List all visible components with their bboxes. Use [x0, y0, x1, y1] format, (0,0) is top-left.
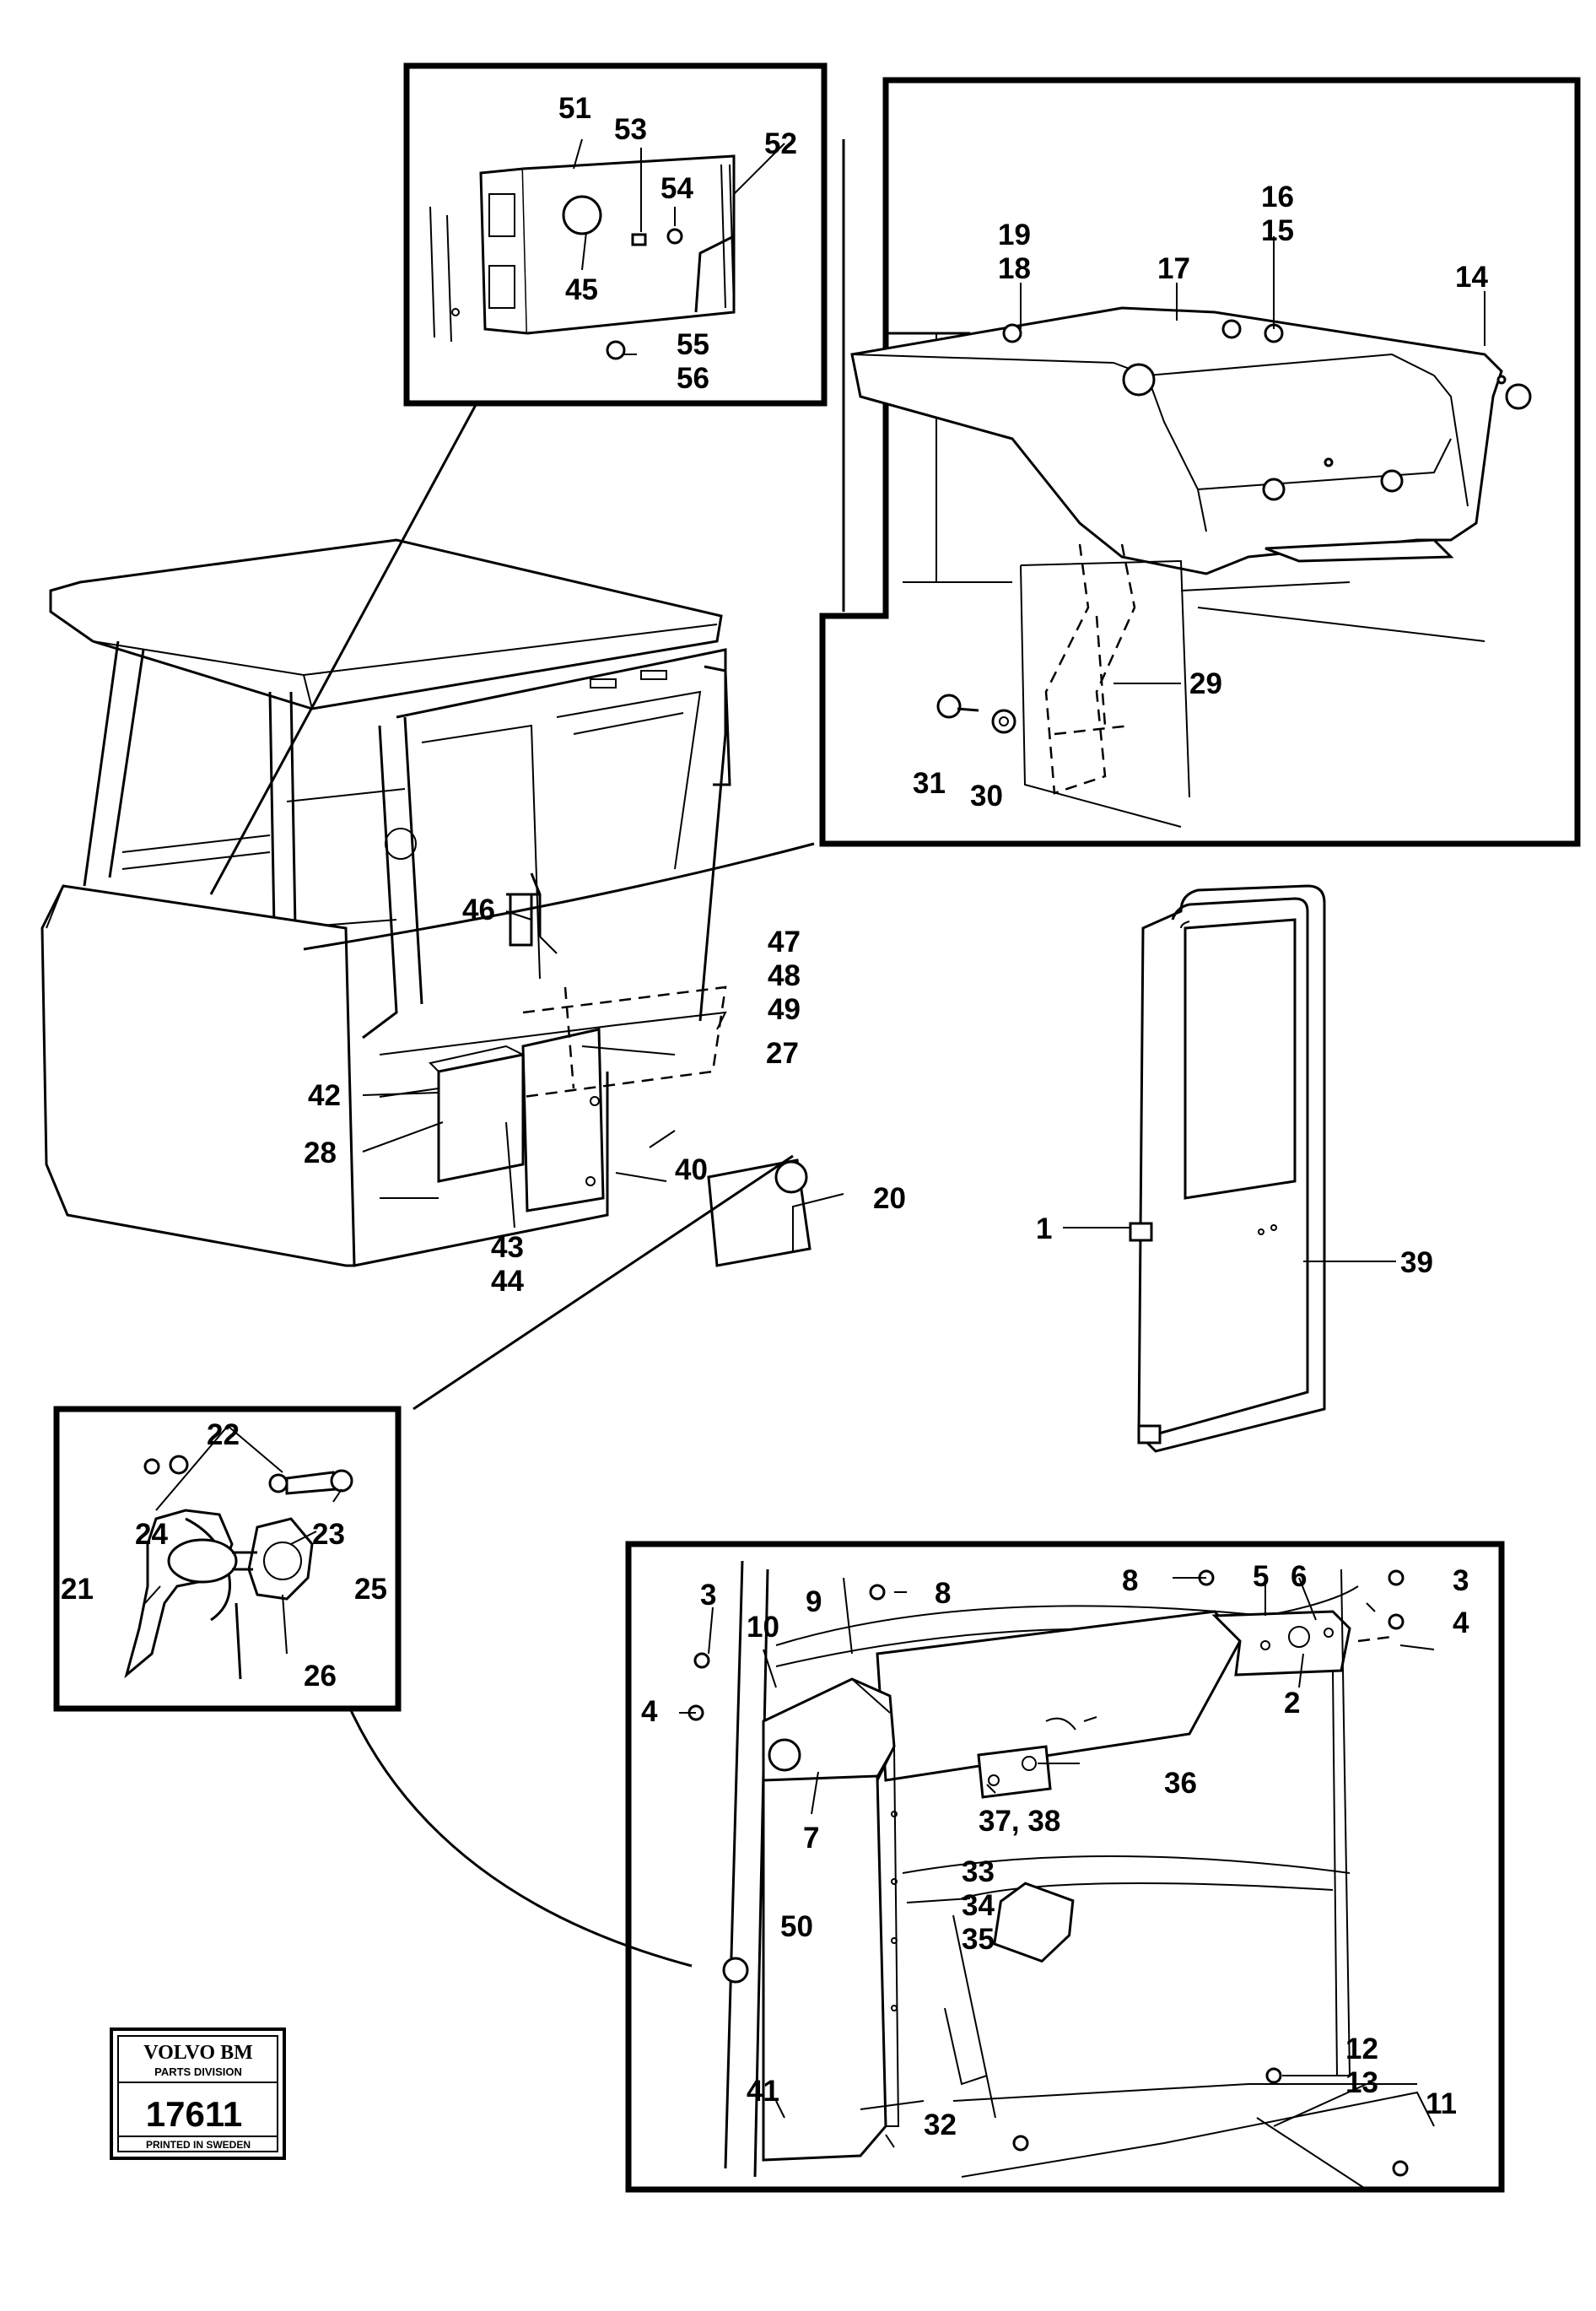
callout-34: 34 [962, 1889, 995, 1922]
cover-plate-20 [707, 1158, 811, 1267]
callout-44: 44 [491, 1265, 524, 1298]
callout-50: 50 [780, 1910, 813, 1943]
stamp-printed: PRINTED IN SWEDEN [146, 2139, 251, 2151]
callout-48: 48 [768, 959, 801, 992]
callout-11: 11 [1426, 2087, 1457, 2120]
callout-33: 33 [962, 1855, 995, 1888]
stamp-division: PARTS DIVISION [154, 2065, 242, 2078]
callout-42: 42 [308, 1079, 341, 1112]
callout-18: 18 [998, 252, 1031, 285]
leader-lines [144, 138, 1485, 2190]
callout-13: 13 [1345, 2066, 1378, 2099]
callout-52: 52 [764, 127, 797, 160]
detail-box-interior [625, 1541, 1505, 2193]
callout-30: 30 [970, 780, 1003, 813]
detail-box-toolbox [819, 77, 1581, 847]
callout-23: 23 [312, 1518, 345, 1551]
callout-55: 55 [677, 328, 709, 361]
door-39 [1129, 884, 1326, 1453]
stamp-number: 17611 [146, 2094, 242, 2134]
callout-8a: 8 [935, 1577, 951, 1610]
callout-56: 56 [677, 362, 709, 395]
callout-25: 25 [354, 1573, 387, 1606]
callout-9: 9 [806, 1585, 822, 1618]
callout-35: 35 [962, 1923, 995, 1956]
callout-19: 19 [998, 219, 1031, 251]
callout-6: 6 [1291, 1560, 1307, 1593]
callout-7: 7 [803, 1822, 819, 1855]
callout-20: 20 [873, 1182, 906, 1215]
callout-21: 21 [61, 1573, 94, 1606]
callout-37-38: 37, 38 [979, 1805, 1060, 1838]
cab-assembly [40, 538, 731, 1267]
callout-2: 2 [1284, 1687, 1300, 1720]
callout-45: 45 [565, 273, 598, 306]
callout-53: 53 [614, 113, 647, 146]
callout-31: 31 [913, 767, 946, 800]
callout-12: 12 [1345, 2033, 1378, 2065]
callout-36: 36 [1164, 1767, 1197, 1800]
callout-46: 46 [462, 894, 495, 926]
callout-41: 41 [747, 2075, 779, 2108]
callout-22: 22 [207, 1418, 240, 1451]
callout-8b: 8 [1122, 1564, 1138, 1597]
volvo-bm-stamp: VOLVO BM PARTS DIVISION 17611 PRINTED IN… [110, 2028, 286, 2160]
callout-3b: 3 [1453, 1564, 1469, 1597]
callout-1: 1 [1036, 1212, 1052, 1245]
callout-29: 29 [1189, 667, 1222, 700]
callout-47: 47 [768, 926, 801, 958]
callout-10: 10 [747, 1611, 779, 1644]
callout-49: 49 [768, 993, 801, 1026]
callout-43: 43 [491, 1231, 524, 1264]
callout-4b: 4 [1453, 1606, 1469, 1639]
detail-box-lock [53, 1406, 402, 1712]
callout-39: 39 [1400, 1246, 1433, 1279]
callout-54: 54 [661, 172, 693, 205]
callout-14: 14 [1455, 261, 1488, 294]
callout-3a: 3 [700, 1579, 716, 1612]
callout-40: 40 [675, 1153, 708, 1186]
callout-24: 24 [135, 1518, 168, 1551]
callout-4a: 4 [641, 1695, 658, 1728]
callout-28: 28 [304, 1137, 337, 1169]
callout-27: 27 [766, 1037, 799, 1070]
stamp-brand: VOLVO BM [143, 2042, 253, 2064]
callout-16: 16 [1261, 181, 1294, 213]
callout-51: 51 [558, 92, 591, 125]
callout-32: 32 [924, 2109, 957, 2141]
detail-box-bracket [403, 62, 828, 407]
callout-17: 17 [1157, 252, 1190, 285]
callout-5: 5 [1253, 1560, 1269, 1593]
callout-labels: 51 53 52 54 45 55 56 16 15 19 18 17 14 2… [61, 92, 1488, 2141]
callout-26: 26 [304, 1660, 337, 1693]
callout-15: 15 [1261, 214, 1294, 247]
